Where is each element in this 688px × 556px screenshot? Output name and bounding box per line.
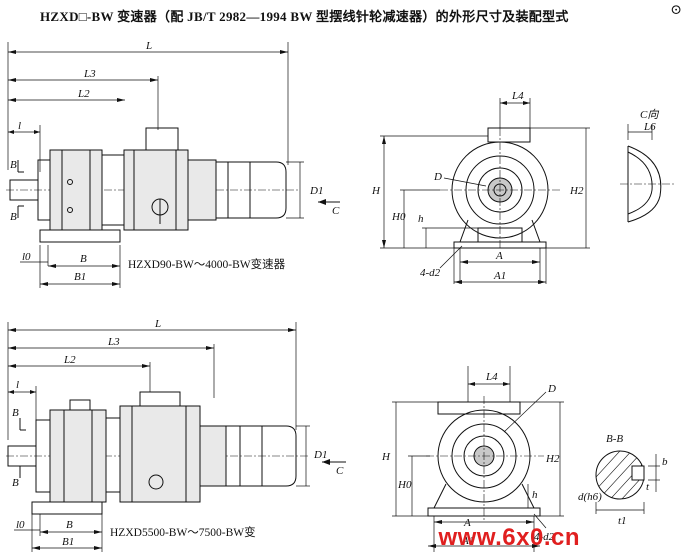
dim-L3-bottom: L3: [107, 336, 120, 348]
dim-B-top: B: [80, 253, 87, 265]
c-view: C向 L6: [620, 108, 676, 223]
dim-L3-top: L3: [83, 68, 96, 80]
bb-b: b: [662, 456, 668, 468]
dim-B1-top: B1: [74, 271, 86, 283]
dim-H-top: H: [371, 185, 381, 197]
holes-label-bottom: 4-d2: [534, 531, 555, 543]
dim-D-bottom: D: [547, 383, 556, 395]
model-label-top: HZXD90-BW～4000-BW变速器: [128, 259, 286, 271]
dim-B1-bottom: B1: [62, 536, 74, 548]
dim-A1-top: A1: [493, 270, 506, 282]
bb-section: B-B b t d(h6) t1: [578, 433, 668, 527]
dim-L-top: L: [145, 40, 152, 52]
holes-label-top: 4-d2: [420, 267, 441, 279]
dim-B-bottom: B: [66, 519, 73, 531]
bottom-end-view: L4 D H H0 h H2: [381, 366, 564, 552]
dim-H2-bottom: H2: [545, 453, 560, 465]
dim-L4-bottom: L4: [485, 371, 498, 383]
dim-L2-top: L2: [77, 88, 90, 100]
dim-H0-top: H0: [391, 211, 406, 223]
dim-D1-bottom: D1: [313, 449, 327, 461]
dim-L6: L6: [643, 121, 656, 133]
top-side-view: L L3 L2 l B B: [6, 40, 340, 288]
dim-l-top: l: [18, 120, 21, 132]
page-title: HZXD□-BW 变速器（配 JB/T 2982—1994 BW 型摆线针轮减速…: [40, 9, 569, 24]
dim-L4-top: L4: [511, 90, 524, 102]
dim-H0-bottom: H0: [397, 479, 412, 491]
bb-d: d(h6): [578, 491, 602, 503]
section-mark-top-upper: B: [10, 159, 17, 171]
dim-L2-bottom: L2: [63, 354, 76, 366]
watermark: www.6x0.cn: [438, 524, 580, 551]
dim-L-bottom: L: [154, 318, 161, 330]
bb-title: B-B: [606, 433, 623, 445]
bb-t1: t1: [618, 515, 627, 527]
section-mark-top-lower: B: [10, 211, 17, 223]
dim-H-bottom: H: [381, 451, 391, 463]
c-view-title: C向: [640, 108, 659, 121]
dim-D-top: D: [433, 171, 442, 183]
dim-l-bottom: l: [16, 379, 19, 391]
dim-A-bottom: A: [463, 517, 471, 529]
top-end-view: L4 D H: [371, 90, 590, 284]
dim-h-bottom: h: [532, 489, 538, 501]
section-mark-bottom-lower: B: [12, 477, 19, 489]
model-label-bottom: HZXD5500-BW～7500-BW变: [110, 527, 256, 539]
dim-A1-bottom: A1: [461, 535, 474, 547]
dim-l0-bottom: l0: [16, 519, 25, 531]
dim-A-top: A: [495, 250, 503, 262]
dim-l0-top: l0: [22, 251, 31, 263]
dim-h-top: h: [418, 213, 424, 225]
bb-t: t: [646, 481, 650, 493]
dim-H2-top: H2: [569, 185, 584, 197]
bottom-side-view: L L3 L2 l B B: [6, 318, 346, 552]
view-C-mark-bottom: C: [336, 465, 344, 477]
section-mark-bottom-upper: B: [12, 407, 19, 419]
dim-D1-top: D1: [309, 185, 323, 197]
corner-mark: ⊙: [670, 3, 682, 18]
view-C-mark-top: C: [332, 205, 340, 217]
